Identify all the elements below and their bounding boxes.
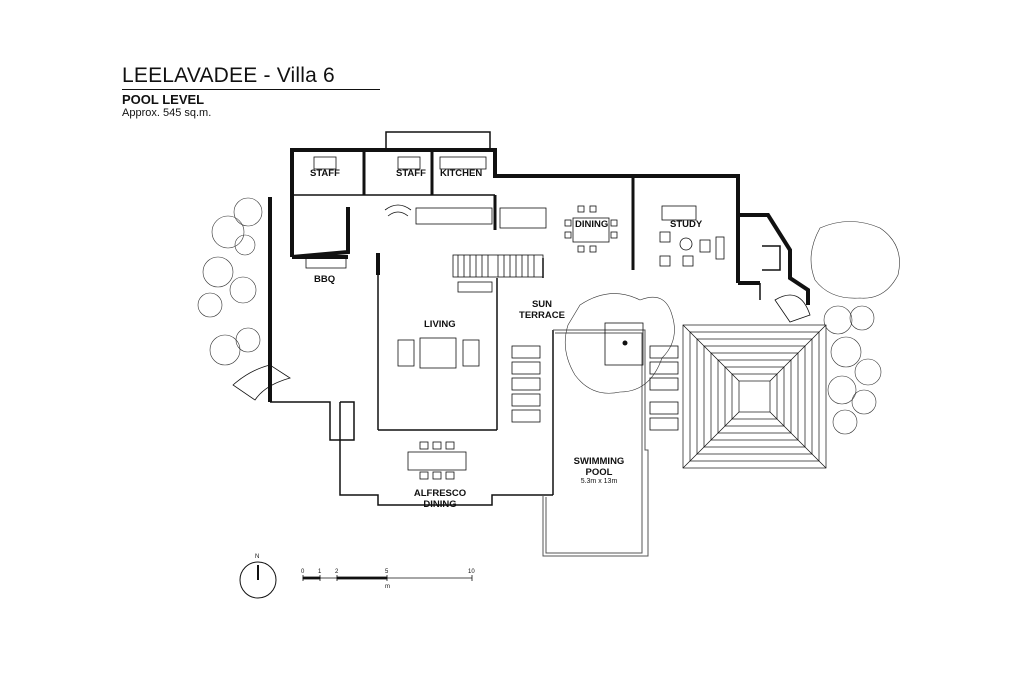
north-label: N [255,554,260,560]
room-label-bbq: BBQ [314,274,336,285]
room-label-staff-2: STAFF [396,168,426,179]
room-label-kitchen: KITCHEN [440,168,483,179]
staircase [232,204,811,401]
room-label-staff-1: STAFF [310,168,340,179]
area-label: Approx. 545 sq.m. [122,107,212,119]
scale-bar-graphic [302,575,473,581]
north-arrow-graphic [239,561,277,599]
room-label-living: LIVING [424,319,456,330]
room-label-alfresco: ALFRESCO [413,488,467,499]
room-label-terrace: TERRACE [519,310,565,321]
scale-tick-0: 0 [301,569,305,575]
room-label-sun: SUN [531,299,553,310]
furniture [305,156,725,480]
room-label-dining: DINING [575,219,609,230]
pool-size-label: 5.3m x 13m [580,478,618,485]
room-label-study: STUDY [670,219,703,230]
terrace-feature [604,322,644,366]
interior-walls [270,131,781,506]
pavilion-roof [682,324,827,469]
room-label-pool: POOL [585,467,613,478]
scale-tick-5: 5 [385,569,389,575]
swimming-pool [542,329,649,557]
title-divider [122,89,380,90]
plan-title: LEELAVADEE - Villa 6 [122,64,335,87]
scale-tick-2: 2 [335,569,339,575]
room-label-alfresco-dining: DINING [423,499,457,510]
vegetation [197,197,900,435]
exterior-walls [268,148,810,402]
scale-tick-10: 10 [468,569,475,575]
scale-tick-1: 1 [318,569,322,575]
level-label: POOL LEVEL [122,92,205,107]
scale-unit: m [385,584,390,590]
room-label-swimming: SWIMMING [573,456,625,467]
